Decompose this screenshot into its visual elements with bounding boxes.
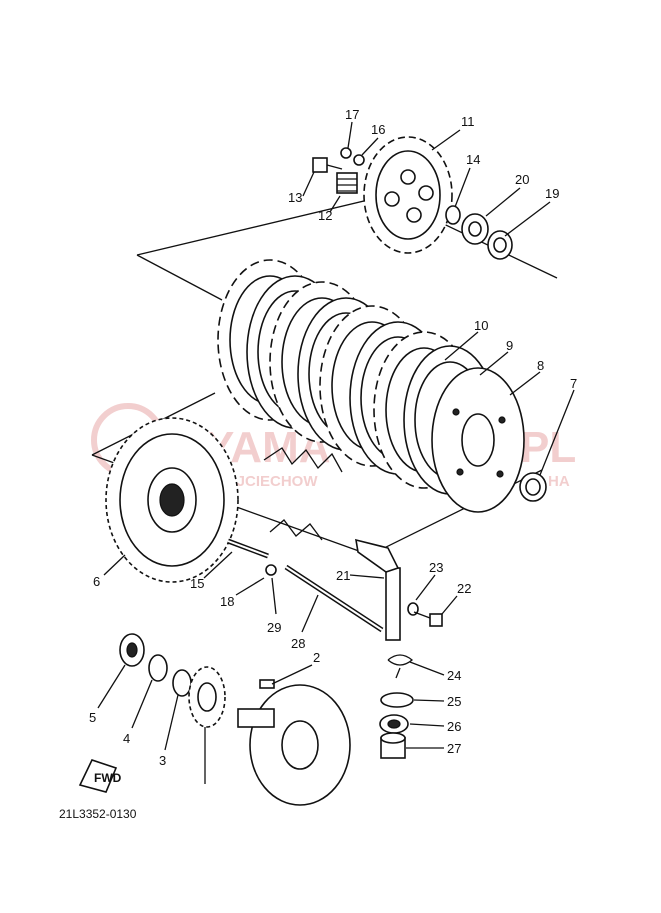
nut (340, 147, 352, 159)
circlip (519, 472, 547, 502)
callout-23: 23 (429, 560, 443, 575)
lock-nut (461, 213, 489, 245)
watermark-subtitle-suffix: HA (548, 473, 570, 490)
callout-14: 14 (466, 152, 480, 167)
push-lever-shaft (355, 538, 401, 641)
callout-22: 22 (457, 581, 471, 596)
callout-7: 7 (570, 376, 577, 391)
push-rod-short (227, 538, 269, 559)
pressure-plate (431, 367, 525, 513)
callout-15: 15 (190, 576, 204, 591)
primary-drive-gear (188, 666, 226, 728)
callout-25: 25 (447, 694, 461, 709)
callout-21: 21 (336, 568, 350, 583)
bushing (119, 633, 145, 667)
callout-16: 16 (371, 122, 385, 137)
callout-labels: 11 17 16 14 20 19 13 12 10 9 8 7 6 15 18… (89, 107, 577, 768)
callout-29: 29 (267, 620, 281, 635)
callout-20: 20 (515, 172, 529, 187)
callout-18: 18 (220, 594, 234, 609)
return-spring (387, 654, 414, 679)
callout-9: 9 (506, 338, 513, 353)
callout-24: 24 (447, 668, 461, 683)
callout-10: 10 (474, 318, 488, 333)
callout-26: 26 (447, 719, 461, 734)
needle-bearing (380, 732, 406, 759)
callout-27: 27 (447, 741, 461, 756)
watermark-brand-suffix: PL (520, 423, 576, 472)
bolt (312, 157, 343, 173)
drawing-code: 21L3352-0130 (59, 807, 137, 821)
circlip (380, 692, 414, 708)
washer (353, 154, 365, 166)
fwd-label: FWD (94, 771, 122, 785)
forward-direction-arrow: FWD (78, 759, 122, 793)
callout-28: 28 (291, 636, 305, 651)
pressure-plate-top (363, 136, 453, 254)
primary-drive-plate (237, 684, 351, 806)
woodruff-key (259, 679, 275, 689)
clutch-housing (105, 417, 343, 583)
callout-4: 4 (123, 731, 130, 746)
washer (445, 205, 461, 225)
lock-washer (487, 230, 513, 260)
callout-5: 5 (89, 710, 96, 725)
callout-17: 17 (345, 107, 359, 122)
callout-12: 12 (318, 208, 332, 223)
steel-ball (265, 564, 277, 576)
push-rod-long (284, 564, 384, 633)
watermark-subtitle: OJCIECHOW (225, 473, 318, 490)
callout-2: 2 (313, 650, 320, 665)
washer (148, 654, 168, 682)
bolt (413, 611, 443, 627)
circlip (172, 669, 192, 697)
callout-13: 13 (288, 190, 302, 205)
callout-6: 6 (93, 574, 100, 589)
callout-11: 11 (461, 114, 475, 129)
clutch-spring (336, 172, 358, 194)
callout-8: 8 (537, 358, 544, 373)
oil-seal (379, 714, 409, 734)
callout-19: 19 (545, 186, 559, 201)
callout-3: 3 (159, 753, 166, 768)
leader-lines (97, 121, 575, 784)
